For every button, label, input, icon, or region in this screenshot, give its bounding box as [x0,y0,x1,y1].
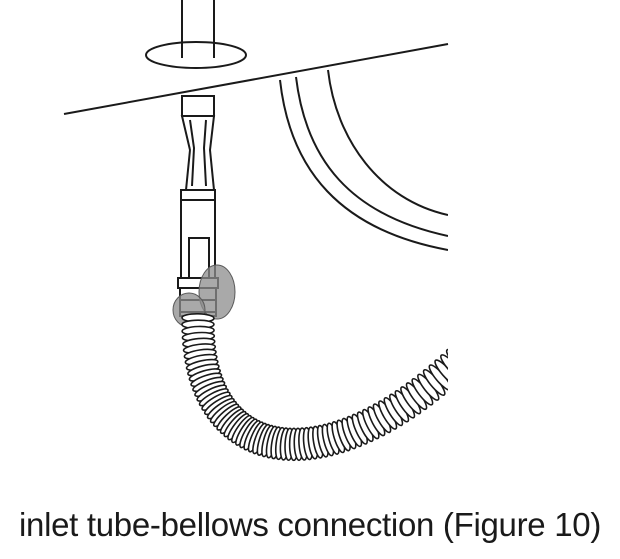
figure-caption: inlet tube-bellows connection (Figure 10… [18,506,602,543]
bellows-hose [181,312,485,462]
bellows-ring [450,341,478,370]
appliance-top-plate [63,43,449,115]
inlet-tube-bellows-diagram [63,0,485,462]
bellows-ring [434,359,448,386]
bellows-ring [456,336,485,365]
bellows-ring [445,348,448,375]
inlet-tube-upper [181,0,215,58]
tub-wall-curves [279,69,448,251]
plate-hole [145,41,247,69]
bellows-ring [440,354,448,381]
